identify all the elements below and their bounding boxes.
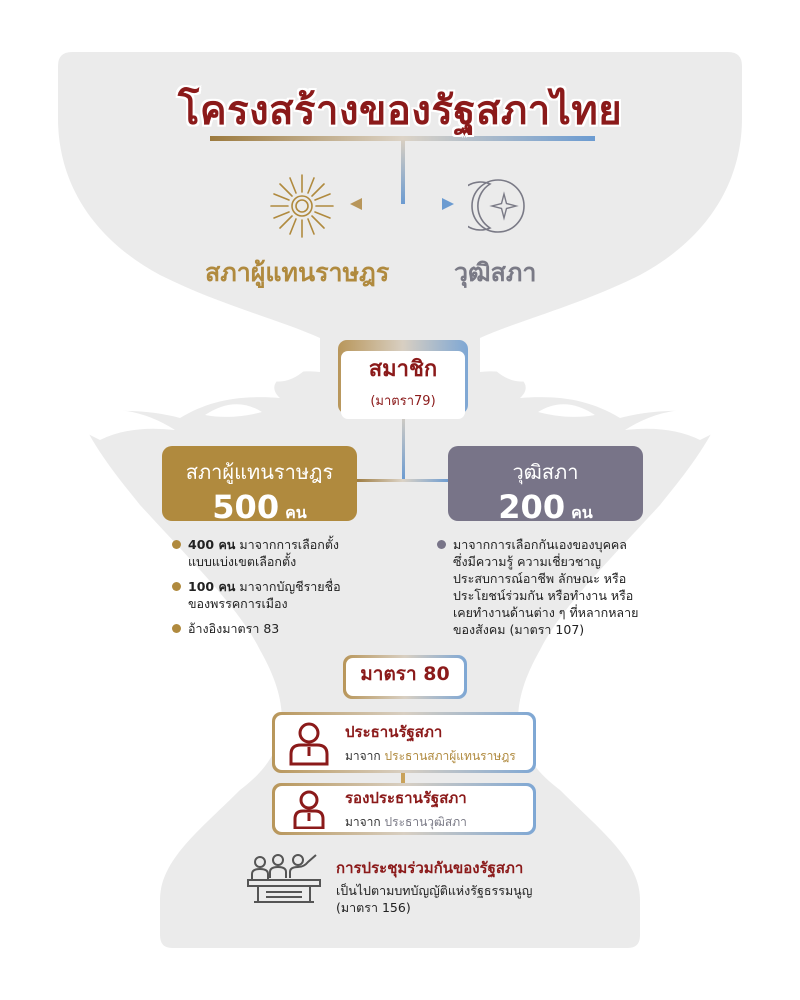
senate-bullet-list: มาจากการเลือกกันเองของบุคคล ซึ่งมีความรู… <box>437 536 657 646</box>
person-icon <box>289 722 329 765</box>
members-section: (มาตรา79) <box>370 394 436 409</box>
president-title: ประธานรัฐสภา <box>345 722 443 741</box>
arrow-left-icon <box>350 198 362 210</box>
senate-label: วุฒิสภา <box>454 258 537 287</box>
president-box: ประธานรัฐสภา มาจาก ประธานสภาผู้แทนราษฎร <box>272 712 536 773</box>
arrow-right-icon <box>442 198 454 210</box>
vice-president-source: มาจาก ประธานวุฒิสภา <box>345 815 467 829</box>
senate-card-name: วุฒิสภา <box>512 460 579 484</box>
list-item: 400 คน มาจากการเลือกตั้งแบบแบ่งเขตเลือกต… <box>172 536 372 570</box>
list-item: 100 คน มาจากบัญชีรายชื่อของพรรคการเมือง <box>172 578 372 612</box>
president-source: มาจาก ประธานสภาผู้แทนราษฎร <box>345 748 516 763</box>
list-item: มาจากการเลือกกันเองของบุคคล ซึ่งมีความรู… <box>437 536 657 638</box>
house-card-name: สภาผู้แทนราษฎร <box>185 460 334 484</box>
section-80-label: มาตรา 80 <box>346 658 464 696</box>
moon-star-icon <box>468 179 525 233</box>
section-80-box: มาตรา 80 <box>343 655 467 699</box>
joint-meeting: การประชุมร่วมกันของรัฐสภา เป็นไปตามบทบัญ… <box>336 856 596 916</box>
title-underline <box>210 136 595 141</box>
meeting-podium-icon <box>247 854 321 903</box>
joint-meeting-text: เป็นไปตามบทบัญญัติแห่งรัฐธรรมนูญ (มาตรา … <box>336 883 533 915</box>
members-box: สมาชิก (มาตรา79) <box>338 340 468 419</box>
vice-president-box: รองประธานรัฐสภา มาจาก ประธานวุฒิสภา <box>272 783 536 835</box>
house-label: สภาผู้แทนราษฎร <box>205 258 390 287</box>
sun-icon <box>270 174 334 238</box>
page-title: โครงสร้างของรัฐสภาไทย <box>177 88 623 134</box>
vice-president-title: รองประธานรัฐสภา <box>345 789 467 807</box>
members-title: สมาชิก <box>368 357 438 382</box>
joint-meeting-title: การประชุมร่วมกันของรัฐสภา <box>336 859 524 877</box>
person-icon <box>293 790 325 829</box>
list-item: อ้างอิงมาตรา 83 <box>172 620 372 637</box>
house-bullet-list: 400 คน มาจากการเลือกตั้งแบบแบ่งเขตเลือกต… <box>172 536 372 645</box>
